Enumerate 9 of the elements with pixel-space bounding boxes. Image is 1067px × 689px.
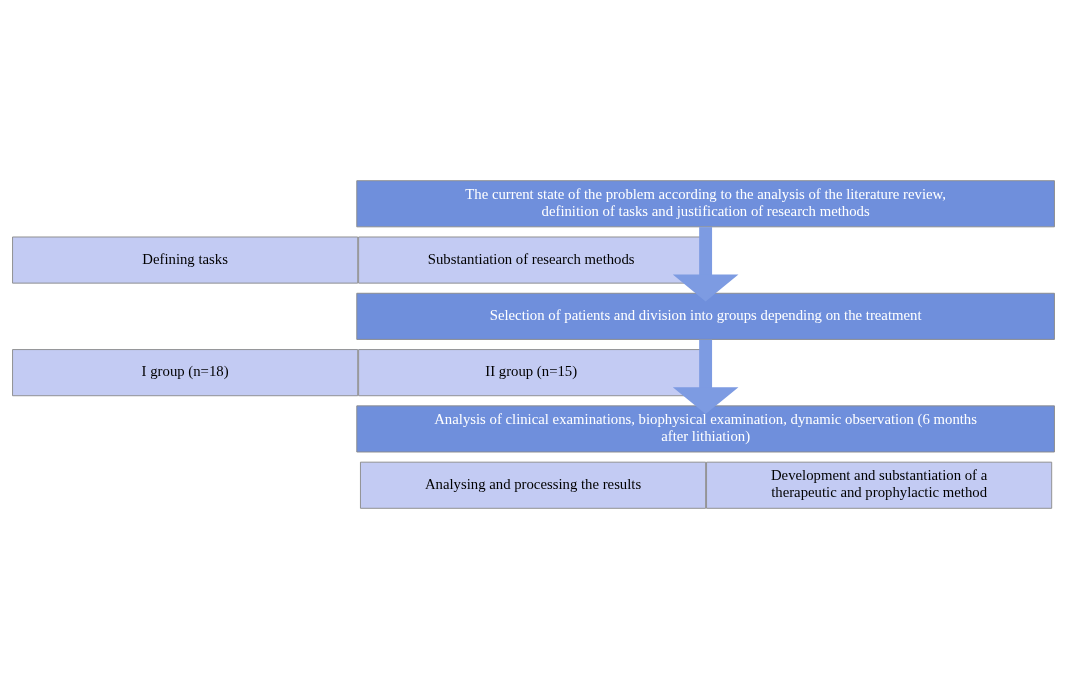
arrow [672, 339, 739, 414]
node-box: Defining tasks [12, 236, 359, 284]
arrow [672, 227, 739, 302]
node-box: Selection of patients and division into groups depending on the treatment [356, 292, 1055, 340]
node-box: Analysis of clinical examinations, biophysical examination, dynamic observation (6 months after lithiation) [356, 405, 1055, 453]
node-box: Analysing and processing the results [360, 461, 707, 509]
node-box: I group (n=18) [12, 349, 359, 397]
node-box: The current state of the problem according to the analysis of the literature review, definition of tasks and justification of research methods [356, 180, 1055, 228]
node-box: Development and substantiation of a therapeutic and prophylactic method [706, 461, 1053, 509]
